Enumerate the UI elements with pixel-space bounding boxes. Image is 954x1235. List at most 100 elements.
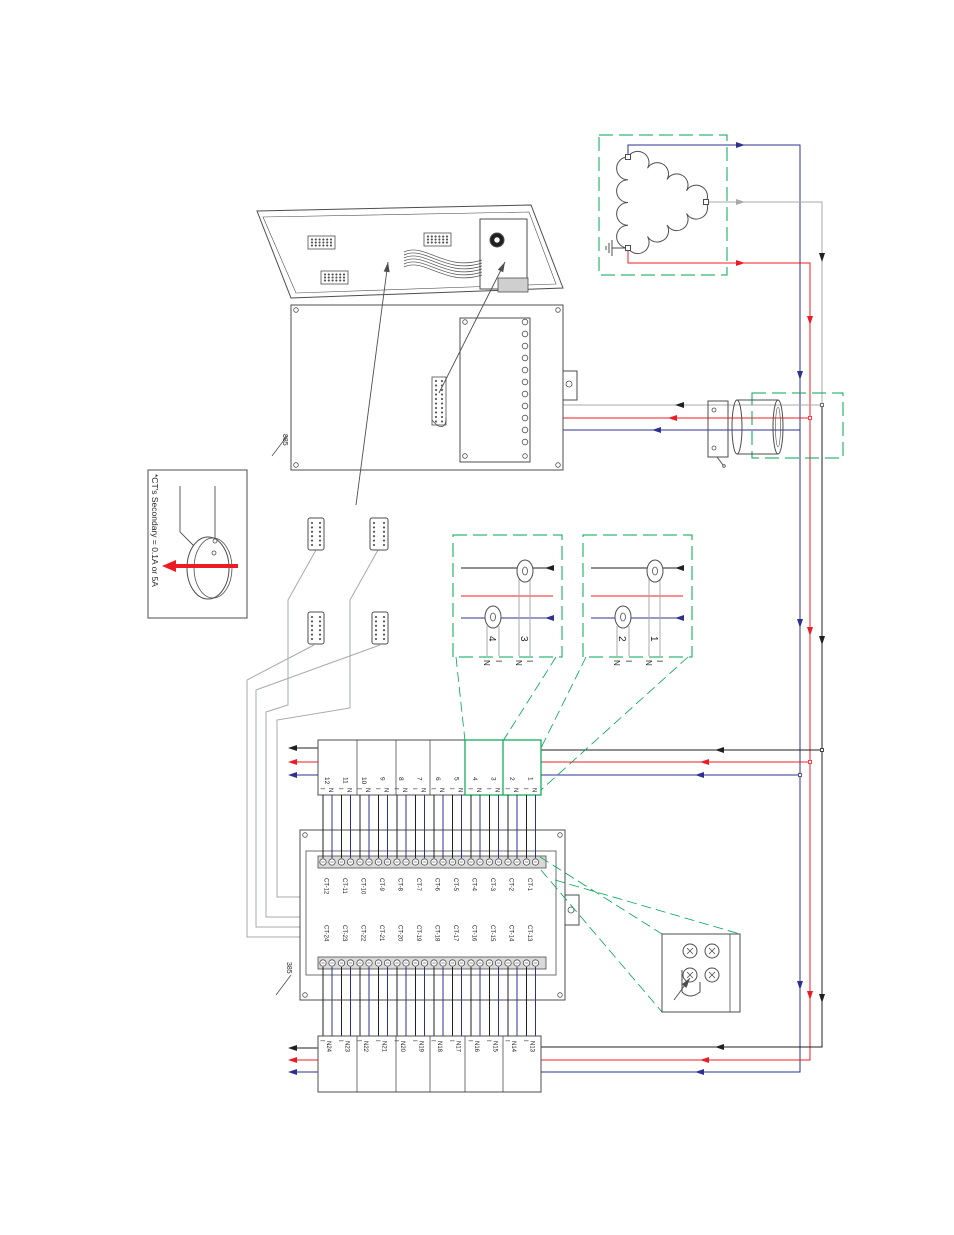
ribbon-connector-pin bbox=[440, 420, 444, 423]
keypad-key bbox=[327, 273, 330, 276]
connector-pin bbox=[310, 637, 314, 641]
arrowhead bbox=[736, 199, 745, 205]
keypad-key bbox=[322, 241, 325, 244]
ct-body-hole bbox=[775, 406, 781, 448]
keypad-key bbox=[310, 244, 314, 247]
keypad-key bbox=[327, 276, 330, 279]
keypad-key bbox=[438, 235, 441, 238]
arrowhead bbox=[675, 615, 684, 621]
keypad-key bbox=[326, 244, 329, 247]
ribbon-connector-pin bbox=[434, 411, 438, 414]
connector-pin bbox=[382, 535, 386, 538]
terminal-board-inner bbox=[305, 850, 557, 976]
keypad bbox=[307, 235, 336, 250]
ribbon-connector-pin bbox=[440, 402, 444, 405]
zoom-callout-line bbox=[554, 879, 741, 935]
detail-callout-line bbox=[455, 656, 466, 742]
connector-wire bbox=[255, 644, 381, 928]
keypad-key bbox=[310, 238, 314, 241]
bottom-strip-ct-number: N17 bbox=[455, 1041, 461, 1053]
keypad-key bbox=[329, 244, 333, 247]
keypad-key bbox=[331, 273, 334, 276]
keypad-key bbox=[323, 273, 327, 276]
connector-pin bbox=[310, 535, 314, 538]
detail-ct-hole bbox=[490, 612, 496, 622]
arrowhead bbox=[797, 981, 803, 990]
terminal-label: CT-5 bbox=[452, 878, 458, 892]
black-phase-line bbox=[541, 405, 823, 1048]
keypad-key bbox=[327, 279, 330, 282]
arrowhead bbox=[545, 615, 554, 621]
connector-pin bbox=[310, 629, 314, 632]
connector-wires bbox=[246, 549, 381, 938]
connector-pin bbox=[310, 539, 314, 542]
top-strip-phase-label: N bbox=[401, 788, 407, 792]
connector-pin bbox=[310, 543, 314, 547]
bottom-strip-phase-label: I bbox=[356, 1040, 362, 1042]
terminal-label: CT-20 bbox=[397, 925, 403, 942]
ribbon-connector-pin bbox=[434, 388, 438, 392]
shorting-block-lead-end bbox=[722, 464, 726, 468]
arrowhead bbox=[668, 415, 677, 421]
mounting-hole bbox=[302, 832, 308, 838]
ribbon-connector-pin bbox=[434, 379, 438, 383]
blue-phase-line bbox=[541, 144, 801, 1073]
bottom-strip-ct-number: N20 bbox=[399, 1041, 405, 1053]
arrowhead bbox=[807, 316, 813, 325]
keypad-key bbox=[426, 235, 430, 238]
keypad-key bbox=[430, 235, 433, 238]
shorting-block-screw bbox=[711, 445, 717, 451]
mounting-hole bbox=[293, 307, 299, 313]
ct-body-end bbox=[772, 399, 784, 455]
arrowhead bbox=[288, 1045, 297, 1051]
terminal-label: CT-22 bbox=[360, 925, 366, 942]
monitor-module-screw bbox=[462, 319, 468, 325]
top-strip-phase-label: I bbox=[485, 788, 491, 790]
bottom-strip-ct-number: N13 bbox=[529, 1041, 535, 1053]
keypad-key bbox=[318, 244, 321, 247]
ct-detail-dashed-box bbox=[452, 534, 563, 658]
zoom-screw-cross bbox=[686, 947, 694, 955]
ribbon-connector-pin bbox=[434, 415, 438, 419]
connector-pin bbox=[382, 530, 386, 533]
terminal-label: CT-14 bbox=[508, 925, 514, 942]
top-strip-phase-label: N bbox=[531, 788, 537, 792]
ribbon-connector-pin bbox=[440, 411, 444, 414]
ribbon-connector-pin bbox=[434, 406, 438, 410]
connector-body bbox=[371, 611, 389, 645]
ct-wires bbox=[322, 795, 536, 1036]
top-strip-phase-label: N bbox=[494, 788, 500, 792]
arrowhead bbox=[545, 565, 554, 571]
connector-wire bbox=[276, 549, 379, 898]
ribbon-connector-pin bbox=[440, 388, 444, 392]
detail-phase-label: I bbox=[624, 660, 633, 662]
wye-coil bbox=[616, 150, 709, 255]
top-strip-phase-label: N bbox=[420, 788, 426, 792]
connector-pin bbox=[318, 526, 322, 529]
top-strip-phase-label: I bbox=[319, 788, 325, 790]
connector-pin bbox=[382, 521, 386, 525]
connector-pin bbox=[372, 543, 376, 547]
terminal-label: CT-23 bbox=[341, 925, 347, 942]
top-strip-ct-number: 11 bbox=[342, 777, 349, 784]
primary-current-arrowhead bbox=[162, 560, 176, 572]
keypad-key bbox=[331, 276, 334, 279]
monitor-label-leader bbox=[271, 435, 288, 457]
ribbon-connector-pin bbox=[440, 397, 444, 401]
terminal-board-part-label: 385 bbox=[285, 962, 292, 974]
monitor-terminal bbox=[521, 402, 529, 410]
terminal-label: CT-16 bbox=[471, 925, 477, 942]
terminal-board-body bbox=[299, 829, 566, 1001]
top-strip-phase-label: N bbox=[327, 788, 333, 792]
terminal-label: CT-1 bbox=[526, 878, 532, 892]
zoom-callout-line bbox=[539, 856, 663, 935]
ribbon-cable bbox=[403, 255, 483, 270]
keypad-callout-arrow bbox=[355, 261, 389, 506]
terminal-label: CT-3 bbox=[489, 878, 495, 892]
connector-a bbox=[307, 517, 325, 551]
connector-wire bbox=[265, 549, 320, 918]
arrowhead bbox=[288, 745, 297, 751]
connector-pin bbox=[372, 539, 376, 542]
mounting-hole bbox=[557, 992, 563, 998]
